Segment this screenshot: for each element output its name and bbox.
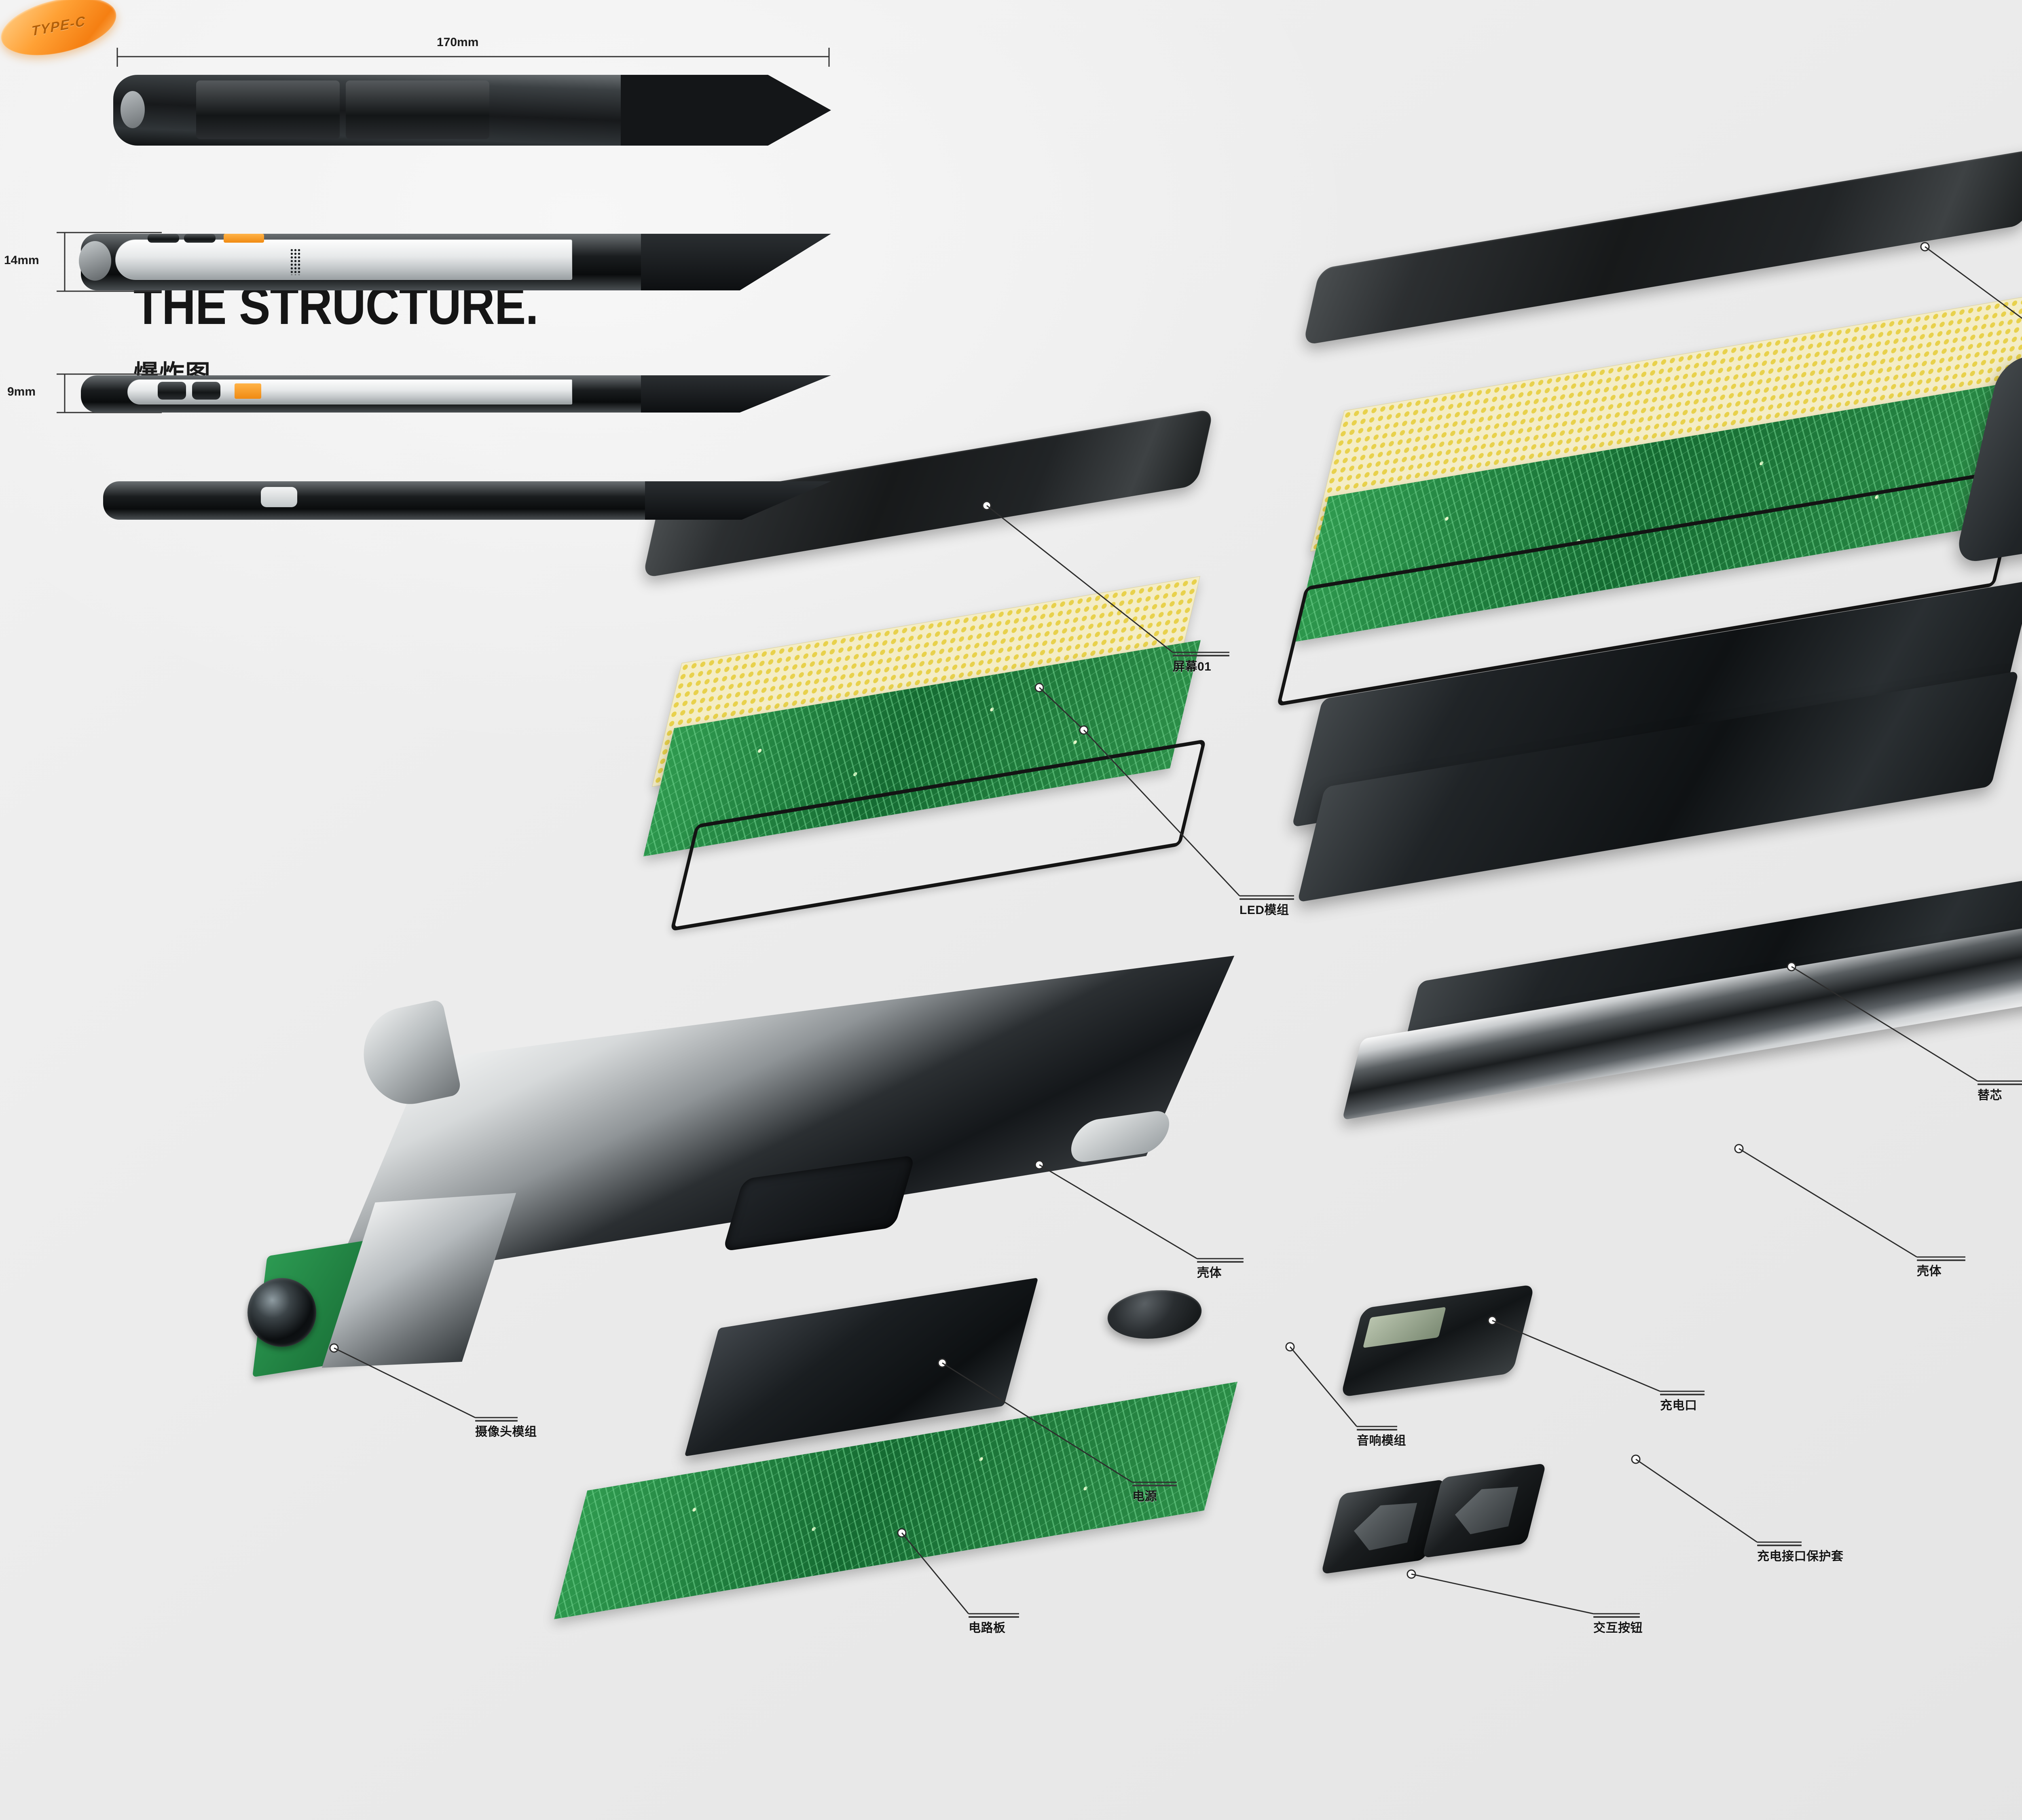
callout-charge-port: 充电口 [1660, 1394, 1705, 1412]
callout-refill: 替芯 [1978, 1084, 2022, 1102]
pen-view-bottom [103, 481, 831, 520]
callout-shell-right: 壳体 [1917, 1259, 1965, 1278]
callout-label: 壳体 [1197, 1266, 1222, 1280]
pen-view-side-b [63, 375, 831, 413]
callout-label: 替芯 [1978, 1089, 2002, 1102]
callout-label: 交互按钮 [1593, 1621, 1643, 1635]
callout-label: 音响模组 [1357, 1434, 1406, 1448]
part-round-button [1101, 1290, 1208, 1339]
pen-view-top [113, 75, 831, 146]
callout-label: 壳体 [1917, 1265, 1942, 1278]
part-camera-lens [247, 1278, 316, 1347]
callout-label: 摄像头模组 [475, 1425, 537, 1439]
callout-interaction-button: 交互按钮 [1593, 1616, 1643, 1634]
callout-screen-01: 屏幕01 [1173, 655, 1229, 673]
callout-label: 充电接口保护套 [1757, 1550, 1844, 1563]
dimension-panel: 170mm 14mm 9mm [0, 36, 882, 570]
callout-label: LED模组 [1239, 904, 1289, 917]
callout-label: 电路板 [969, 1621, 1006, 1635]
dimension-thickness-label: 9mm [7, 385, 36, 398]
part-interaction-button-left [1321, 1479, 1445, 1575]
callout-charge-cover: 充电接口保护套 [1757, 1545, 1844, 1563]
pen-view-side-a [63, 234, 831, 290]
part-shell-endcap [355, 999, 462, 1113]
callout-label: 充电口 [1660, 1399, 1697, 1412]
callout-label: 屏幕01 [1173, 660, 1212, 673]
callout-power: 电源 [1132, 1485, 1177, 1503]
part-interaction-button-right [1422, 1463, 1546, 1558]
callout-camera-module: 摄像头模组 [475, 1420, 537, 1438]
dimension-length-label: 170mm [437, 36, 479, 49]
callout-pcb: 电路板 [969, 1616, 1019, 1634]
dimline-length [57, 48, 830, 413]
part-usb-port [1340, 1284, 1535, 1397]
callout-shell-left: 壳体 [1197, 1261, 1244, 1279]
dimension-height-label: 14mm [4, 254, 39, 267]
callout-speaker-module: 音响模组 [1357, 1429, 1406, 1447]
callout-label: 电源 [1132, 1490, 1157, 1503]
callout-led-module: LED模组 [1239, 898, 1294, 916]
